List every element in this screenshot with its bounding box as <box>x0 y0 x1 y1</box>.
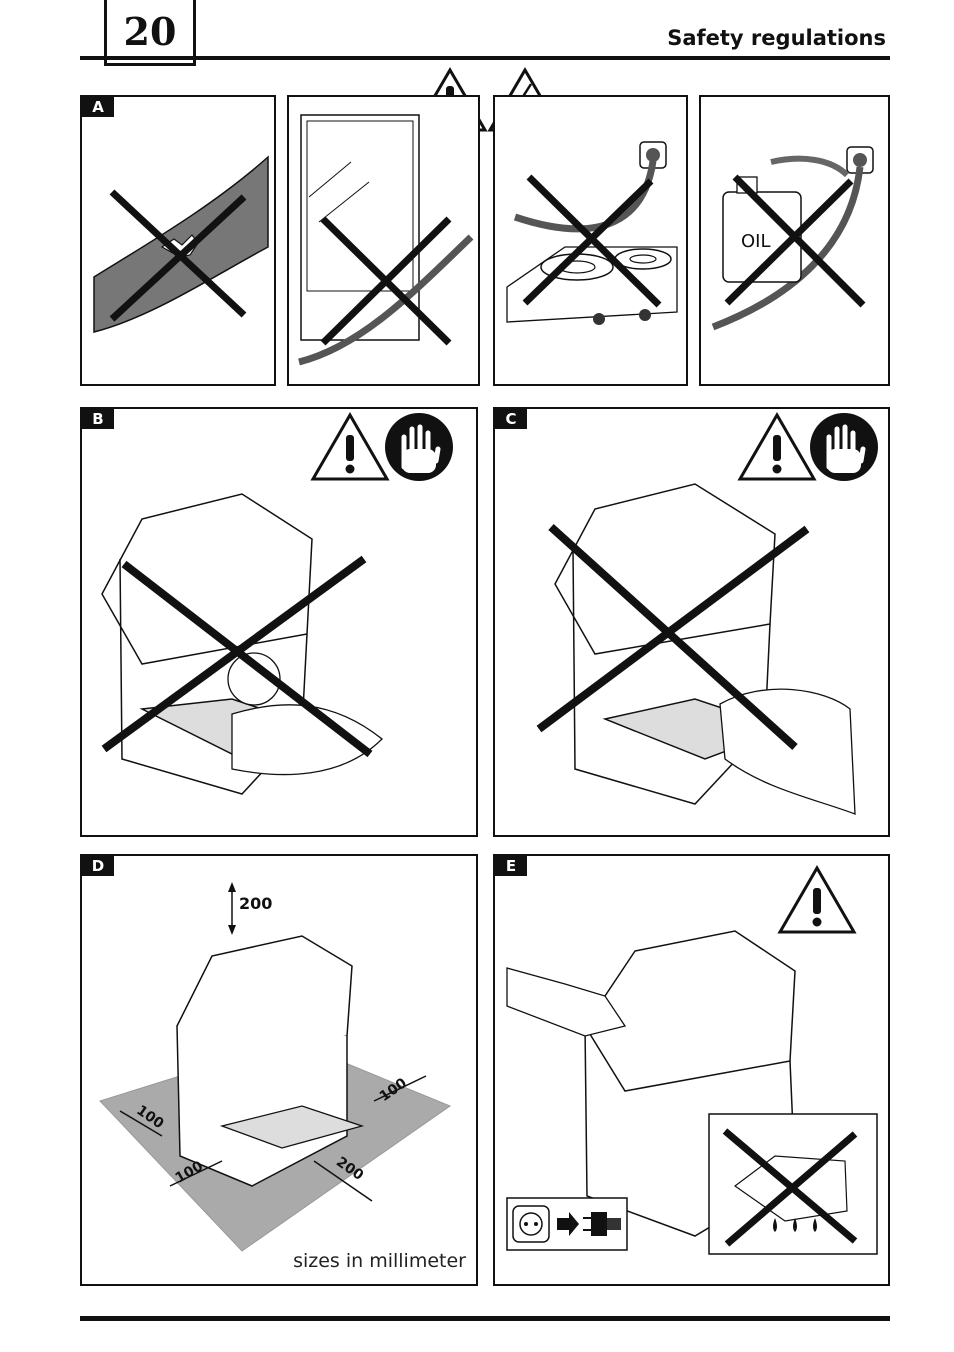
footer-rule <box>80 1316 890 1321</box>
page-number: 20 <box>104 0 196 66</box>
panel-label-b: B <box>82 409 114 429</box>
header-rule <box>80 56 890 60</box>
dim-top: 200 <box>239 894 272 913</box>
panel-label-a: A <box>82 97 114 117</box>
cleaning-safety-illustration <box>536 412 878 815</box>
panel-e: E <box>493 854 890 1286</box>
dimension-caption: sizes in millimeter <box>293 1250 466 1272</box>
panel-d: D 200 100 100 100 200 sizes in millimete… <box>80 854 478 1286</box>
panel-a4: OIL <box>699 95 890 386</box>
page-title: Safety regulations <box>667 26 886 50</box>
oil-cable-illustration: OIL <box>711 146 874 331</box>
panel-b: B <box>80 407 478 837</box>
unplug-icon <box>506 1197 628 1251</box>
child-safety-illustration <box>101 412 453 795</box>
panel-label-c: C <box>495 409 527 429</box>
unplug-cleaning-illustration <box>506 865 878 1255</box>
clearance-dimensions-illustration: 200 100 100 100 200 <box>99 882 452 1252</box>
cable-cut-illustration <box>93 155 269 333</box>
panel-a3 <box>493 95 688 386</box>
panel-label-e: E <box>495 856 527 876</box>
panel-a2 <box>287 95 480 386</box>
panel-c: C <box>493 407 890 837</box>
hotplate-cable-illustration <box>506 141 678 325</box>
oil-label: OIL <box>741 231 771 252</box>
door-cable-illustration <box>298 114 474 366</box>
panel-label-d: D <box>82 856 114 876</box>
panel-a1: A <box>80 95 276 386</box>
